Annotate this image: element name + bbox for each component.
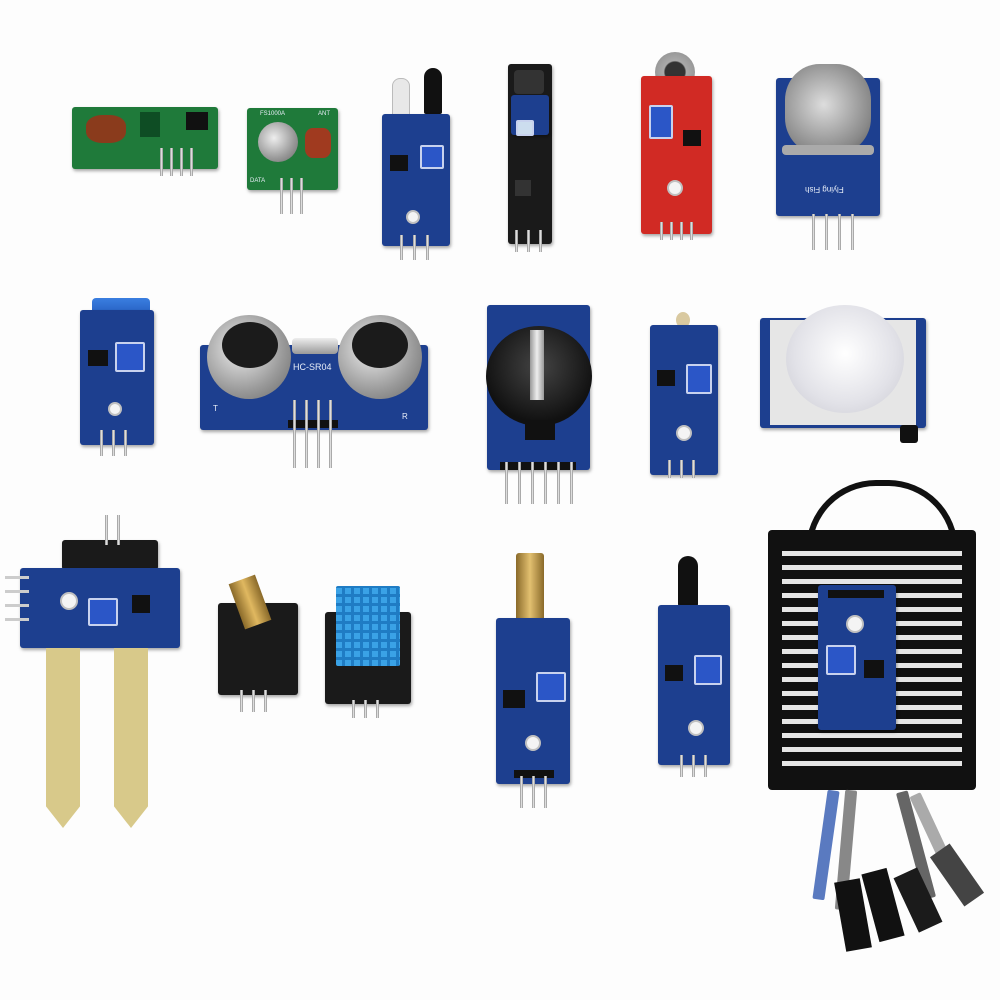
chip-label: FS1000A	[260, 111, 286, 117]
dht11-sensor	[336, 586, 400, 666]
photoresistor	[676, 312, 690, 328]
coil	[86, 115, 126, 143]
transmit-label: T	[213, 404, 218, 413]
probe-right	[114, 648, 148, 828]
model-label: HC-SR04	[293, 362, 332, 372]
coil	[305, 128, 331, 158]
vibration-switch	[516, 553, 544, 621]
ir-led	[392, 78, 410, 116]
probe-left	[46, 648, 80, 828]
antenna-label: ANT	[318, 111, 330, 117]
data-label: DATA	[250, 178, 266, 184]
crystal	[292, 338, 338, 354]
receive-label: R	[402, 412, 408, 421]
gas-sensor-mesh	[785, 64, 871, 154]
ir-receiver	[678, 556, 698, 606]
jumper-connector	[929, 843, 985, 907]
fresnel-dome	[786, 305, 904, 413]
brand-label: Flying Fish	[805, 185, 844, 194]
ir-receiver	[424, 68, 442, 114]
